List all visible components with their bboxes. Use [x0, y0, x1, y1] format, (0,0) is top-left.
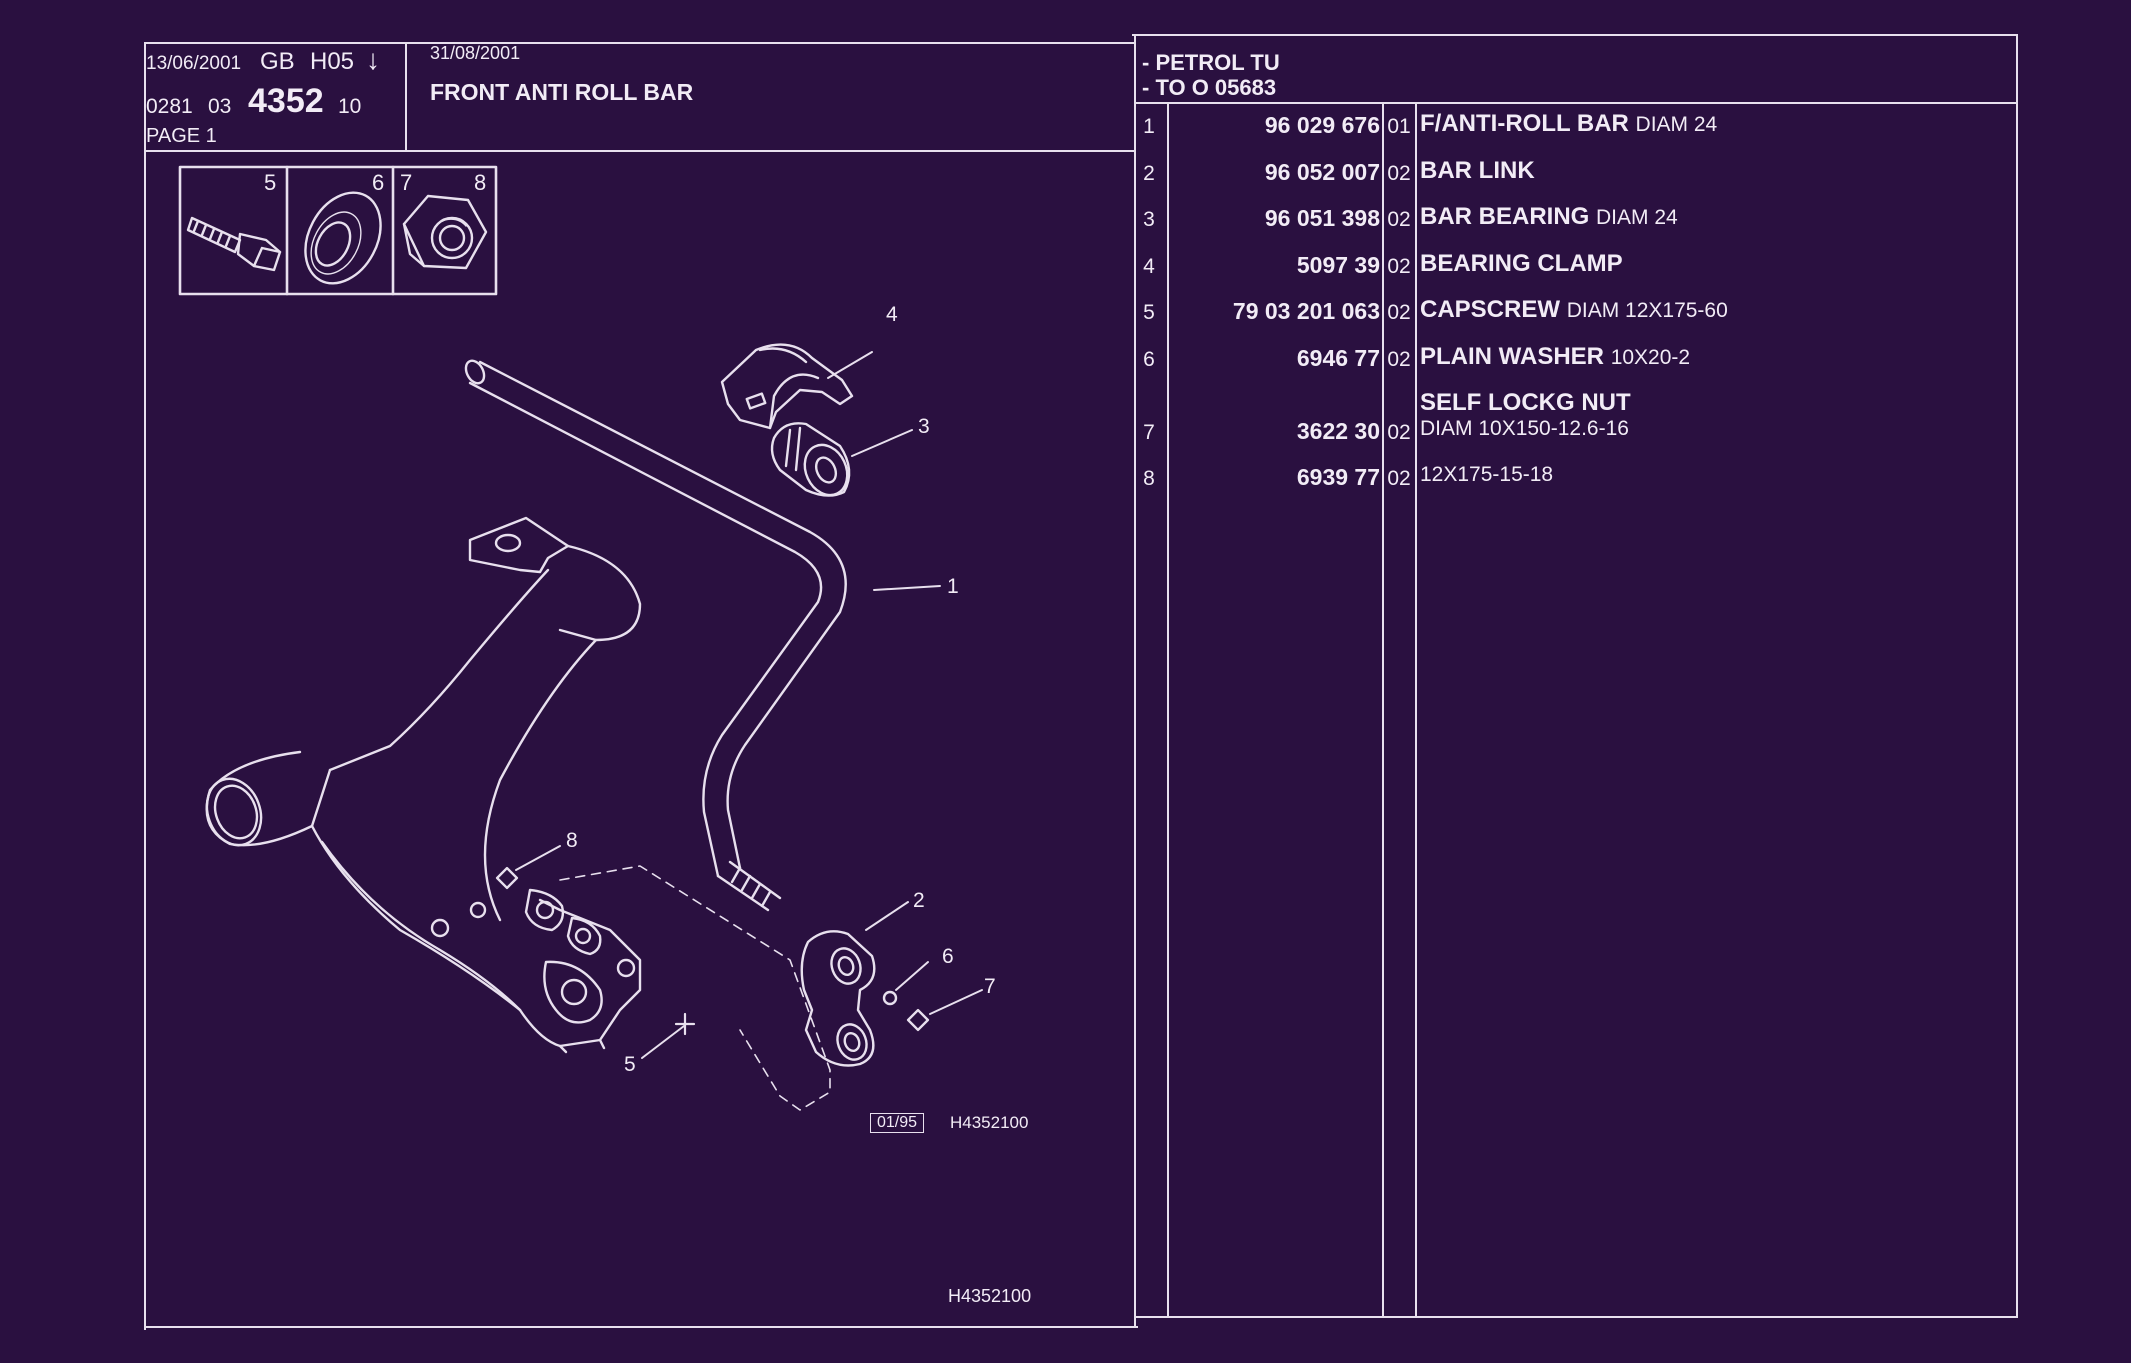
applicability-line-2: - TO O 05683	[1142, 75, 1277, 100]
ref-a: 0281	[146, 95, 193, 118]
callout-7: 7	[984, 975, 996, 998]
bar-bearing	[770, 422, 851, 497]
description: F/ANTI-ROLL BAR DIAM 24	[1420, 112, 1717, 136]
revision-stamp: 01/95	[870, 1113, 925, 1133]
capscrew-icon	[186, 216, 282, 272]
quantity: 02	[1387, 301, 1411, 324]
nut-7-diagram	[906, 1008, 930, 1032]
part-number: 96 029 676	[1264, 112, 1380, 138]
part-name: BAR LINK	[1420, 157, 1535, 184]
item-index: 3	[1143, 208, 1155, 231]
callout-2: 2	[913, 889, 925, 912]
down-arrow-icon: ↓	[366, 44, 380, 75]
quantity: 02	[1387, 255, 1411, 278]
drawing-ref: H4352100	[950, 1113, 1029, 1132]
ref-c: 10	[338, 95, 362, 118]
inset-label-6: 6	[372, 170, 385, 195]
issue-date: 13/06/2001	[146, 53, 242, 74]
revision-date: 31/08/2001	[430, 43, 521, 63]
language-code: GB	[260, 48, 295, 75]
inset-label-7: 7	[400, 170, 413, 195]
callout-1: 1	[947, 575, 959, 598]
item-index: 7	[1143, 421, 1155, 444]
quantity: 02	[1387, 162, 1411, 185]
part-name: PLAIN WASHER	[1420, 343, 1605, 370]
description: PLAIN WASHER 10X20-2	[1420, 345, 1690, 369]
callout-8: 8	[566, 829, 578, 852]
description: BAR LINK	[1420, 159, 1535, 183]
quantity: 02	[1387, 421, 1411, 444]
anti-roll-bar	[464, 359, 847, 912]
callout-6: 6	[942, 945, 954, 968]
quantity: 02	[1387, 208, 1411, 231]
footer-ref: H4352100	[948, 1286, 1032, 1306]
item-index: 1	[1143, 115, 1155, 138]
nut-icon	[402, 194, 488, 270]
description: BEARING CLAMP	[1420, 252, 1623, 276]
inset-label-8: 8	[474, 170, 487, 195]
description: CAPSCREW DIAM 12X175-60	[1420, 298, 1728, 322]
part-name: BAR BEARING	[1420, 203, 1590, 230]
bar-link	[800, 930, 876, 1067]
nut-8-diagram	[495, 866, 519, 890]
washer-icon	[304, 191, 382, 285]
inset-label-5: 5	[264, 170, 277, 195]
applicability-line-1: - PETROL TU	[1142, 50, 1280, 75]
part-number: 96 051 398	[1264, 205, 1380, 231]
ref-b: 03	[208, 95, 232, 118]
part-number: 3622 30	[1296, 418, 1380, 444]
part-spec: DIAM 24	[1635, 113, 1718, 136]
quantity: 02	[1387, 467, 1411, 490]
capscrew-5-diagram	[674, 1012, 696, 1036]
bearing-clamp	[720, 343, 854, 430]
part-number: 79 03 201 063	[1232, 298, 1380, 324]
part-name: BEARING CLAMP	[1420, 250, 1623, 277]
part-number: 6939 77	[1296, 464, 1380, 490]
callout-4: 4	[886, 303, 898, 326]
part-name: SELF LOCKG NUT	[1420, 389, 1631, 416]
part-name: CAPSCREW	[1420, 296, 1561, 323]
callout-3: 3	[918, 415, 930, 438]
subframe-outline	[559, 865, 831, 1111]
item-index: 4	[1143, 255, 1155, 278]
item-index: 8	[1143, 467, 1155, 490]
callout-leaders	[515, 351, 983, 1059]
part-number: 96 052 007	[1264, 159, 1380, 185]
lower-arm	[205, 516, 642, 1054]
item-index: 5	[1143, 301, 1155, 324]
item-index: 2	[1143, 162, 1155, 185]
fastener-inset	[178, 165, 498, 296]
part-spec: DIAM 10X150-12.6-16	[1420, 417, 1629, 440]
part-spec: 12X175-15-18	[1420, 463, 1554, 486]
part-spec: DIAM 12X175-60	[1566, 299, 1728, 322]
part-number: 5097 39	[1296, 252, 1380, 278]
quantity: 02	[1387, 348, 1411, 371]
page-number: PAGE 1	[146, 125, 217, 147]
ref-main: 4352	[248, 82, 324, 120]
part-number: 6946 77	[1296, 345, 1380, 371]
description: BAR BEARING DIAM 24	[1420, 205, 1678, 229]
part-spec: DIAM 24	[1596, 206, 1678, 229]
part-spec: 10X20-2	[1610, 346, 1691, 369]
washer-6-diagram	[882, 990, 898, 1006]
part-name: F/ANTI-ROLL BAR	[1420, 110, 1629, 137]
quantity: 01	[1387, 115, 1411, 138]
group-code: H05	[310, 48, 355, 75]
page-title: FRONT ANTI ROLL BAR	[430, 79, 694, 105]
callout-5: 5	[624, 1053, 636, 1076]
item-index: 6	[1143, 348, 1155, 371]
